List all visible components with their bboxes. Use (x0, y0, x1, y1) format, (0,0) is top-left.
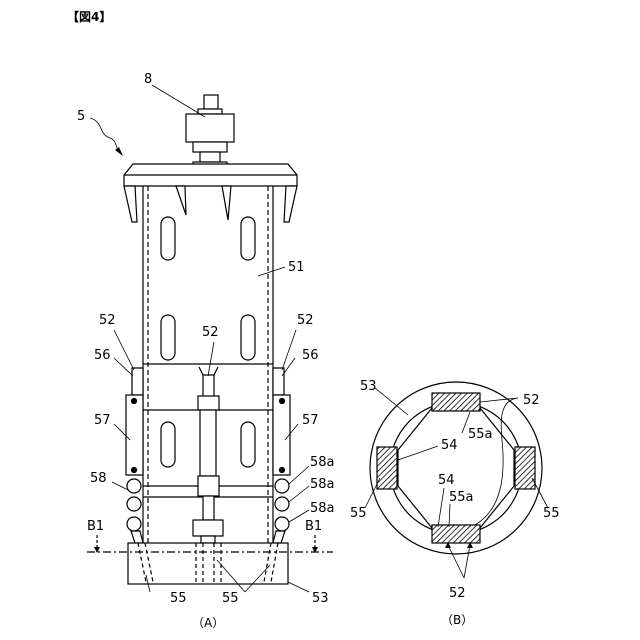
label-53-a: 53 (312, 591, 329, 606)
label-58a-3: 58a (310, 501, 335, 516)
label-55-right-b: 55 (543, 506, 560, 521)
label-52-b: 52 (523, 393, 540, 408)
label-52-left: 52 (99, 313, 116, 328)
label-b1-right: B1 (305, 519, 322, 534)
cross-section-view (370, 382, 542, 554)
label-52-center: 52 (202, 325, 219, 340)
central-mechanism-52 (193, 367, 223, 543)
caption-a: （A） (192, 616, 224, 630)
right-clamp-assembly (273, 368, 290, 543)
figure-title: 【図4】 (67, 9, 111, 24)
label-54-2: 54 (438, 473, 455, 488)
clamp-block-left (377, 447, 397, 489)
label-b1-left: B1 (87, 519, 104, 534)
label-55-2: 55 (222, 591, 239, 606)
label-57-left: 57 (94, 413, 111, 428)
clamp-block-right (515, 447, 535, 489)
top-frame (124, 164, 297, 222)
clamp-block-top (432, 393, 480, 411)
label-54-1: 54 (441, 438, 458, 453)
clamp-block-bottom (432, 525, 480, 543)
label-55a-1: 55a (468, 427, 493, 442)
label-57-right: 57 (302, 413, 319, 428)
left-clamp-assembly (126, 368, 143, 543)
label-52-right: 52 (297, 313, 314, 328)
label-8: 8 (144, 72, 152, 87)
label-51: 51 (288, 260, 305, 275)
label-58a-2: 58a (310, 477, 335, 492)
label-53-b: 53 (360, 379, 377, 394)
label-58: 58 (90, 471, 107, 486)
label-55-1: 55 (170, 591, 187, 606)
label-55-left-b: 55 (350, 506, 367, 521)
caption-b: （B） (441, 613, 473, 627)
label-52-bottom-b: 52 (449, 586, 466, 601)
label-56-left: 56 (94, 348, 111, 363)
label-5: 5 (77, 109, 85, 124)
label-58a-1: 58a (310, 455, 335, 470)
label-56-right: 56 (302, 348, 319, 363)
label-55a-2: 55a (449, 490, 474, 505)
